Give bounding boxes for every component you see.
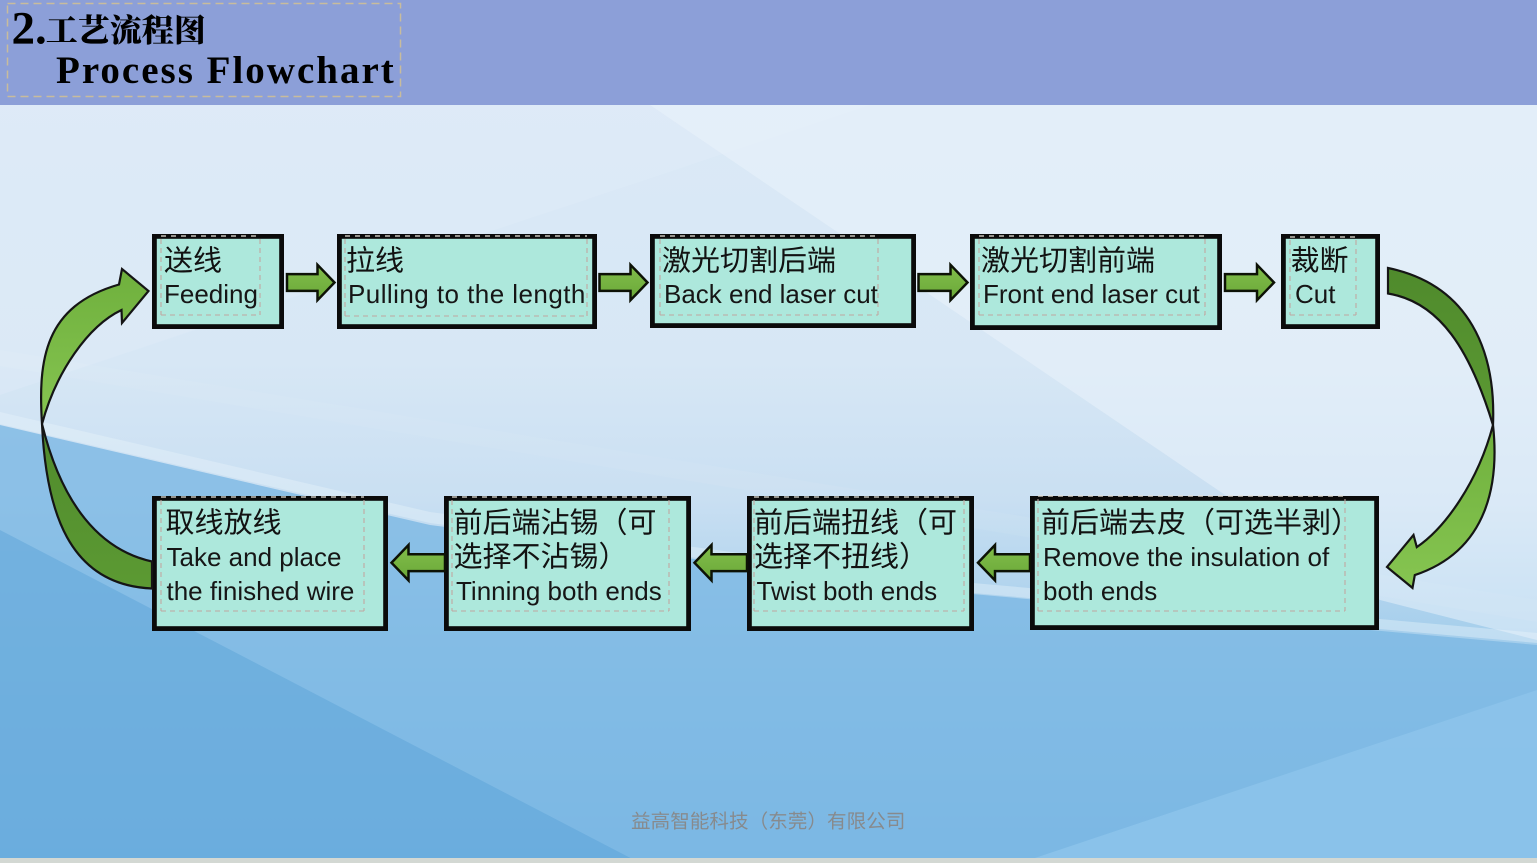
svg-text:2.: 2. xyxy=(12,3,47,55)
svg-text:Twist both ends: Twist both ends xyxy=(757,576,938,606)
svg-text:Take and place: Take and place xyxy=(167,542,342,572)
svg-text:Pulling to the length: Pulling to the length xyxy=(348,279,586,309)
svg-text:both ends: both ends xyxy=(1043,576,1157,606)
svg-text:the finished wire: the finished wire xyxy=(167,576,355,606)
svg-text:Process Flowchart: Process Flowchart xyxy=(56,49,396,92)
svg-text:Remove the insulation of: Remove the insulation of xyxy=(1043,542,1330,572)
svg-text:Cut: Cut xyxy=(1295,279,1336,309)
svg-text:Front end laser cut: Front end laser cut xyxy=(983,279,1201,309)
svg-text:Feeding: Feeding xyxy=(164,279,258,309)
svg-text:Tinning both ends: Tinning both ends xyxy=(456,576,662,606)
svg-text:Back end laser cut: Back end laser cut xyxy=(664,279,879,309)
